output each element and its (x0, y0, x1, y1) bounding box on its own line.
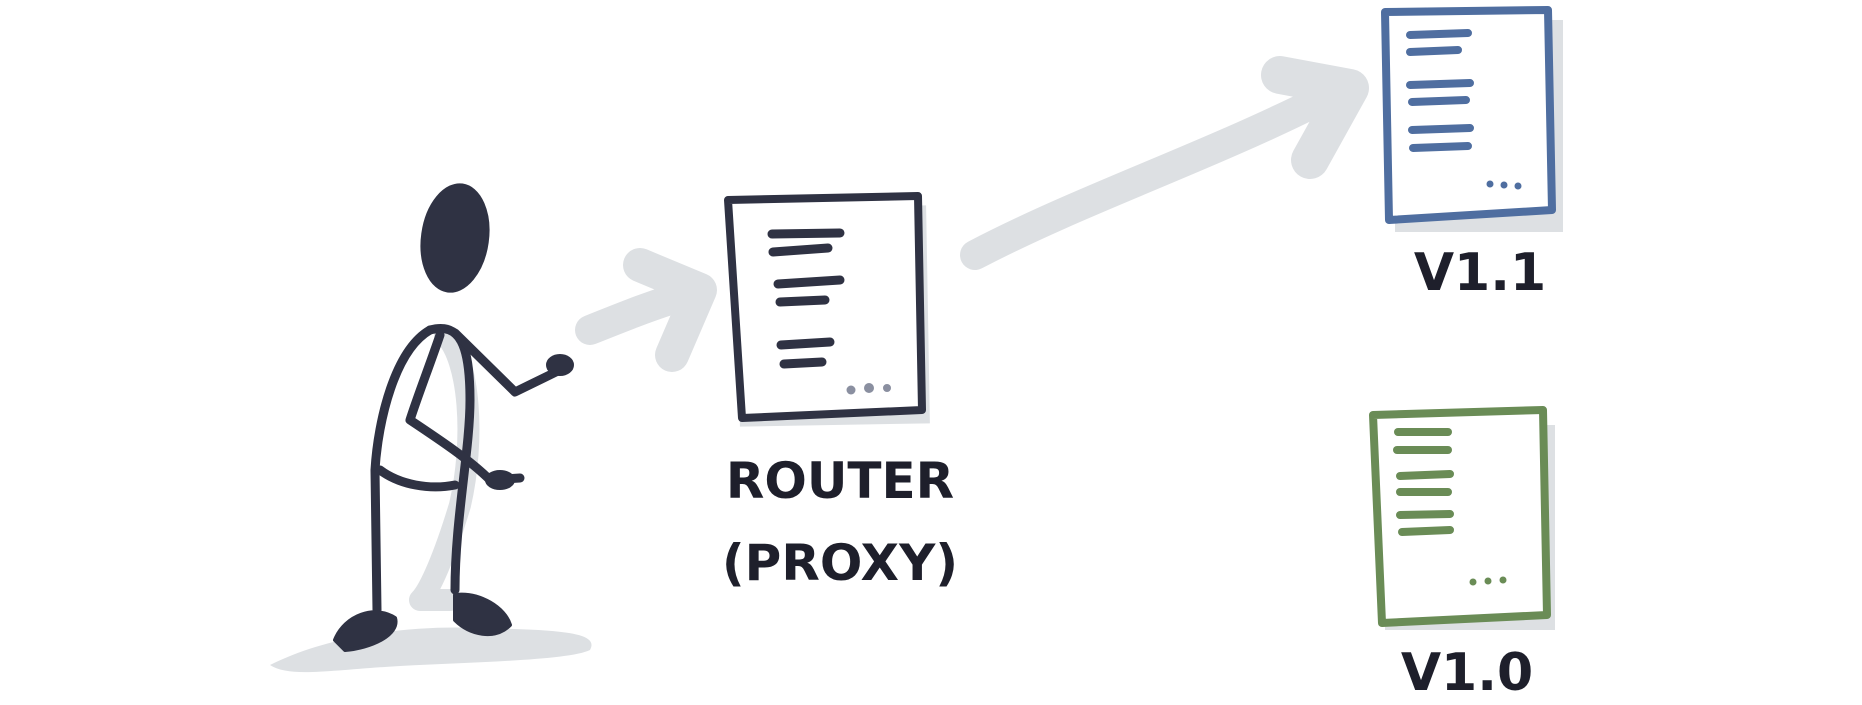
v11-label: V1.1 (1414, 243, 1546, 303)
document-icon (724, 192, 930, 427)
v11-document-frame (1381, 6, 1556, 224)
v10-document-frame (1369, 406, 1551, 627)
v10-label: V1.0 (1401, 643, 1533, 703)
ground-shadow (270, 627, 592, 673)
arrow-icon (575, 248, 717, 372)
document-icon (1381, 6, 1563, 232)
head (420, 183, 490, 293)
router-label: ROUTER (726, 452, 954, 510)
arrow-icon (960, 56, 1369, 270)
document-icon (1369, 406, 1555, 630)
router-sublabel: (PROXY) (722, 534, 958, 592)
stick-figure (333, 183, 574, 652)
